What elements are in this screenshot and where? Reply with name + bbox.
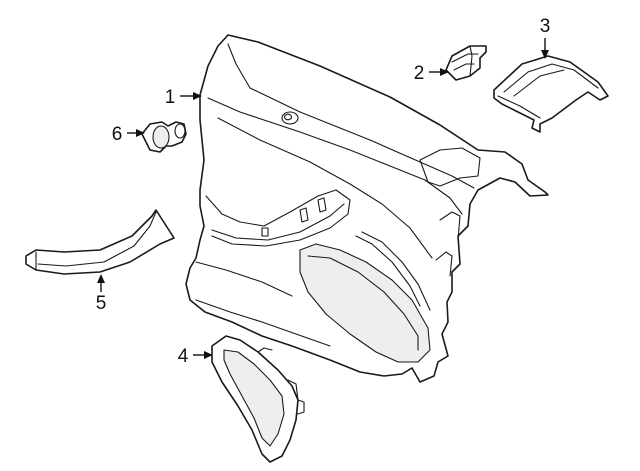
callout-6-arrowhead	[136, 129, 145, 137]
callout-4: 4	[178, 346, 213, 367]
callout-5: 5	[96, 274, 107, 314]
callout-4-label: 4	[178, 346, 189, 367]
callout-1-arrowhead	[193, 92, 202, 100]
callout-2-label: 2	[414, 63, 425, 84]
part-3-cover	[493, 55, 609, 133]
part-4-grille	[211, 335, 305, 463]
callout-3: 3	[540, 16, 551, 59]
callout-5-label: 5	[96, 293, 107, 314]
part-2-clip	[445, 45, 487, 81]
callout-3-arrowhead	[541, 50, 549, 59]
callout-3-label: 3	[540, 16, 551, 37]
callout-5-arrowhead	[97, 274, 105, 283]
callout-6: 6	[112, 124, 145, 145]
callout-6-label: 6	[112, 124, 123, 145]
part-6-grommet	[141, 121, 187, 153]
part-1-quarter-panel	[185, 34, 549, 383]
callout-2: 2	[414, 63, 449, 84]
callout-1-label: 1	[165, 87, 176, 108]
part-5-trim-strip	[25, 209, 175, 275]
callout-2-arrowhead	[440, 68, 449, 76]
callout-1: 1	[165, 87, 202, 108]
callout-4-arrowhead	[204, 351, 213, 359]
